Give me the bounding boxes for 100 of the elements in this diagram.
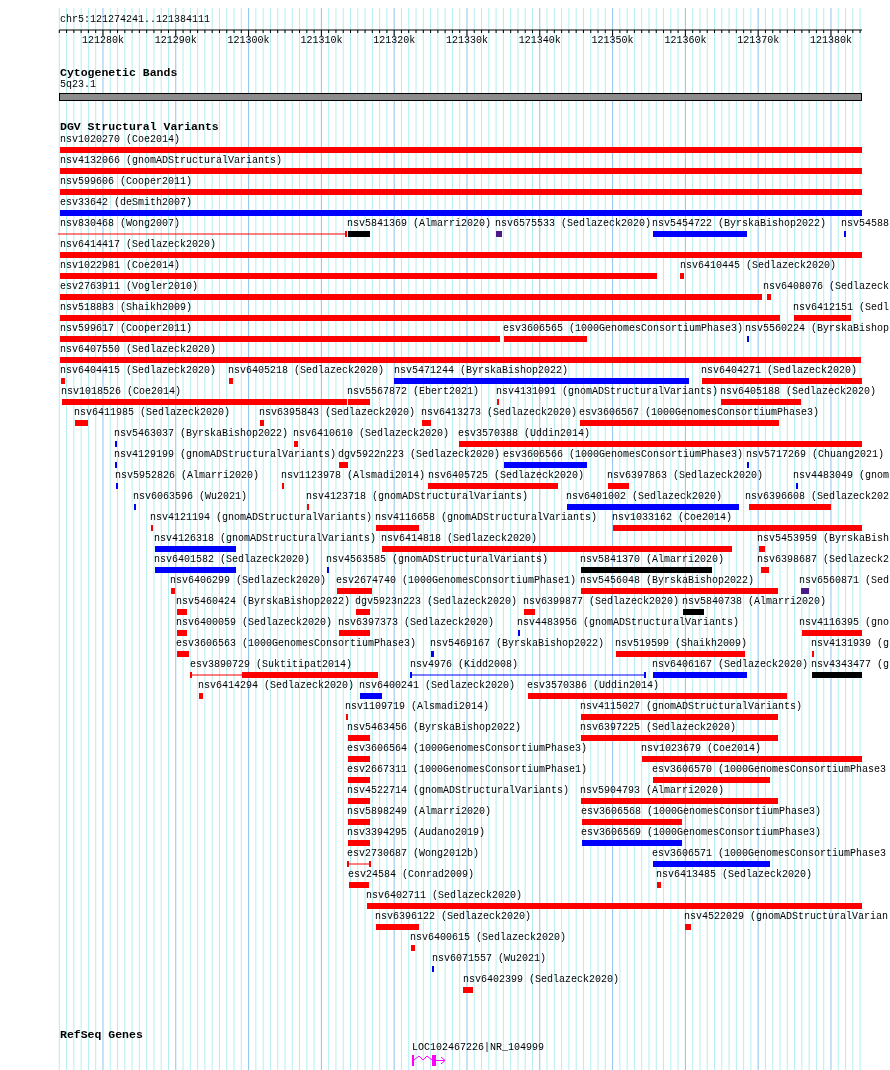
variant-label: esv2730687 (Wong2012b) [347, 848, 480, 860]
variant-label: nsv4483956 (gnomADStructuralVariants) [517, 617, 740, 629]
variant-label: nsv6410445 (Sedlazeck2020) [680, 260, 837, 272]
variant-label: nsv6396122 (Sedlazeck2020) [375, 911, 532, 923]
tick-label: 121370k [737, 35, 780, 47]
variant-label: dgv5923n223 (Sedlazeck2020) [355, 596, 518, 608]
variant-label: esv3890729 (Suktitipat2014) [190, 659, 353, 671]
variant-label: nsv4976 (Kidd2008) [410, 659, 519, 671]
variant-label: esv2674740 (1000GenomesConsortiumPhase1) [336, 575, 577, 587]
variant-label: nsv1022981 (Coe2014) [60, 260, 181, 272]
tick-label: 121380k [809, 35, 852, 47]
variant-label: nsv6404415 (Sedlazeck2020) [60, 365, 217, 377]
variant-label: nsv6413485 (Sedlazeck2020) [656, 869, 813, 881]
gene-label: LOC102467226|NR_104999 [412, 1042, 545, 1054]
variant-label: nsv54588 [841, 218, 889, 230]
variant-label: nsv3394295 (Audano2019) [347, 827, 486, 839]
variant-label: esv3606571 (1000GenomesConsortiumPhase3 [652, 848, 887, 860]
variant-label: nsv4132066 (gnomADStructuralVariants) [60, 155, 283, 167]
variant-label: nsv6405218 (Sedlazeck2020) [228, 365, 385, 377]
variant-label: esv3606565 (1000GenomesConsortiumPhase3) [503, 323, 744, 335]
tick-label: 121310k [300, 35, 343, 47]
tick-label: 121300k [227, 35, 270, 47]
variant-label: nsv4563585 (gnomADStructuralVariants) [326, 554, 549, 566]
variant-label: nsv5456048 (ByrskaBishop2022) [580, 575, 755, 587]
variant-label: esv2667311 (1000GenomesConsortiumPhase1) [347, 764, 588, 776]
variant-label: nsv6404271 (Sedlazeck2020) [701, 365, 858, 377]
variant-label: nsv4522714 (gnomADStructuralVariants) [347, 785, 570, 797]
variant-label: nsv6071557 (Wu2021) [432, 953, 547, 965]
variant-label: nsv599606 (Cooper2011) [60, 176, 193, 188]
variant-label: esv3606569 (1000GenomesConsortiumPhase3) [581, 827, 822, 839]
variant-label: nsv4115027 (gnomADStructuralVariants) [580, 701, 803, 713]
variant-label: nsv5454722 (ByrskaBishop2022) [652, 218, 827, 230]
variant-label: nsv6397225 (Sedlazeck2020) [580, 722, 737, 734]
variant-label: nsv4522029 (gnomADStructuralVarian [684, 911, 889, 923]
tick-label: 121330k [445, 35, 488, 47]
variant-label: nsv6400241 (Sedlazeck2020) [359, 680, 516, 692]
variant-label: nsv1109719 (Alsmadi2014) [345, 701, 490, 713]
band-label: 5q23.1 [60, 79, 96, 91]
tick-label: 121320k [373, 35, 416, 47]
variant-label: nsv6400615 (Sedlazeck2020) [410, 932, 567, 944]
variant-label: nsv6402399 (Sedlazeck2020) [463, 974, 620, 986]
variant-label: nsv5904793 (Almarri2020) [580, 785, 725, 797]
variant-label: nsv6063596 (Wu2021) [133, 491, 248, 503]
variant-label: esv3606566 (1000GenomesConsortiumPhase3) [503, 449, 744, 461]
variant-label: nsv6402711 (Sedlazeck2020) [366, 890, 523, 902]
variant-label: nsv6396608 (Sedlazeck202 [745, 491, 890, 503]
variant-label: nsv4116395 (gno [799, 617, 889, 629]
variant-label: nsv5898249 (Almarri2020) [347, 806, 492, 818]
variant-label: nsv6413273 (Sedlazeck2020) [421, 407, 578, 419]
variant-label: nsv4131939 (g [811, 638, 889, 650]
variant-label: nsv5841369 (Almarri2020) [347, 218, 492, 230]
variant-label: dgv5922n223 (Sedlazeck2020) [338, 449, 501, 461]
tick-label: 121340k [518, 35, 561, 47]
variant-label: nsv6397863 (Sedlazeck2020) [607, 470, 764, 482]
variant-label: nsv6412151 (Sedl [793, 302, 889, 314]
variant-label: nsv6397373 (Sedlazeck2020) [338, 617, 495, 629]
variant-label: nsv518883 (Shaikh2009) [60, 302, 193, 314]
variant-label: nsv6405725 (Sedlazeck2020) [428, 470, 585, 482]
tick-label: 121290k [154, 35, 197, 47]
variant-label: nsv5567872 (Ebert2021) [347, 386, 480, 398]
variant-label: nsv5460424 (ByrskaBishop2022) [176, 596, 351, 608]
variant-label: nsv4129199 (gnomADStructuralVariants) [114, 449, 337, 461]
variant-label: nsv6399877 (Sedlazeck2020) [523, 596, 680, 608]
variant-label: nsv5463037 (ByrskaBishop2022) [114, 428, 289, 440]
variant-label: esv3606564 (1000GenomesConsortiumPhase3) [347, 743, 588, 755]
variant-label: nsv5952826 (Almarri2020) [115, 470, 260, 482]
variant-label: nsv1023679 (Coe2014) [641, 743, 762, 755]
variant-label: nsv6414294 (Sedlazeck2020) [198, 680, 355, 692]
variant-label: nsv1033162 (Coe2014) [612, 512, 733, 524]
variant-label: nsv4343477 (g [811, 659, 889, 671]
variant-label: nsv6411985 (Sedlazeck2020) [74, 407, 231, 419]
variant-label: nsv5840738 (Almarri2020) [682, 596, 827, 608]
variant-label: nsv4131091 (gnomADStructuralVariants) [496, 386, 719, 398]
variant-label: nsv5471244 (ByrskaBishop2022) [394, 365, 569, 377]
variant-label: nsv5560224 (ByrskaBishop [745, 323, 890, 335]
variant-label: esv33642 (deSmith2007) [60, 197, 193, 209]
variant-label: esv3606567 (1000GenomesConsortiumPhase3) [579, 407, 820, 419]
variant-label: esv2763911 (Vogler2010) [60, 281, 199, 293]
variant-label: nsv1020270 (Coe2014) [60, 134, 181, 146]
variant-label: nsv5469167 (ByrskaBishop2022) [430, 638, 605, 650]
variant-label: nsv1123978 (Alsmadi2014) [281, 470, 426, 482]
variant-label: nsv5463456 (ByrskaBishop2022) [347, 722, 522, 734]
tick-label: 121360k [664, 35, 707, 47]
variant-label: nsv6405188 (Sedlazeck2020) [720, 386, 877, 398]
variant-label: nsv4126318 (gnomADStructuralVariants) [154, 533, 377, 545]
tick-label: 121280k [81, 35, 124, 47]
variant-label: esv3570388 (Uddin2014) [458, 428, 591, 440]
variant-label: esv3606568 (1000GenomesConsortiumPhase3) [581, 806, 822, 818]
variant-label: nsv6401582 (Sedlazeck2020) [154, 554, 311, 566]
coordinate-range: chr5:121274241..121384111 [60, 14, 211, 26]
variant-label: nsv5841370 (Almarri2020) [580, 554, 725, 566]
variant-label: nsv5717269 (Chuang2021) [746, 449, 885, 461]
variant-label: nsv599617 (Cooper2011) [60, 323, 193, 335]
variant-label: nsv6560871 (Sed [799, 575, 889, 587]
variant-label: nsv830468 (Wong2007) [60, 218, 181, 230]
variant-label: esv24584 (Conrad2009) [348, 869, 475, 881]
track-title: RefSeq Genes [60, 1029, 143, 1041]
variant-label: nsv6401002 (Sedlazeck2020) [566, 491, 723, 503]
variant-label: nsv6414818 (Sedlazeck2020) [381, 533, 538, 545]
variant-label: nsv6395843 (Sedlazeck2020) [259, 407, 416, 419]
